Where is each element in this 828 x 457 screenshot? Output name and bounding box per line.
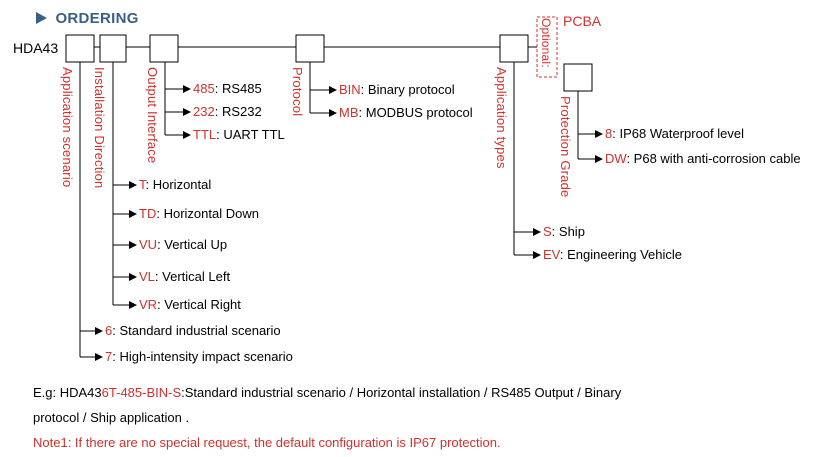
group-label-apptypes: Application types	[494, 67, 509, 169]
option-grade-dw: DW: P68 with anti-corrosion cable	[605, 151, 801, 166]
option-apptype-s: S: Ship	[543, 224, 585, 239]
option-protocol-mb: MB: MODBUS protocol	[339, 105, 473, 120]
option-direction-td: TD: Horizontal Down	[139, 206, 259, 221]
code-box-scenario	[65, 34, 95, 63]
pcba-label: PCBA	[563, 13, 602, 29]
option-direction-vr: VR: Vertical Right	[139, 297, 241, 312]
ordering-header: ORDERING	[36, 10, 139, 28]
option-scenario-7: 7: High-intensity impact scenario	[105, 349, 293, 364]
option-direction-t: T: Horizontal	[139, 177, 212, 192]
ordering-title: ORDERING	[55, 10, 139, 27]
group-label-direction: Installation Direction	[92, 67, 107, 189]
code-box-protocol	[295, 34, 325, 63]
group-label-grade: Protection Grade	[558, 96, 573, 198]
code-box-output	[149, 34, 179, 63]
option-protocol-bin: BIN: Binary protocol	[339, 82, 455, 97]
option-output-232: 232: RS232	[193, 104, 262, 119]
example-line-1: E.g: HDA436T-485-BIN-S:Standard industri…	[33, 385, 622, 400]
option-grade-8: 8: IP68 Waterproof level	[605, 126, 744, 141]
model-prefix: HDA43	[13, 40, 59, 56]
default-config-note: Note1: If there are no special request, …	[33, 435, 501, 450]
optional-tag: Optional:	[539, 18, 553, 68]
group-label-protocol: Protocol	[290, 67, 305, 117]
code-box-grade	[563, 63, 593, 92]
option-direction-vl: VL: Vertical Left	[139, 269, 231, 284]
option-output-ttl: TTL: UART TTL	[193, 127, 285, 142]
option-scenario-6: 6: Standard industrial scenario	[105, 323, 281, 338]
option-direction-vu: VU: Vertical Up	[139, 237, 228, 252]
code-box-direction	[99, 34, 127, 63]
group-label-scenario: Application scenario	[60, 67, 75, 188]
code-box-apptypes	[499, 34, 529, 63]
example-line-2: protocol / Ship application .	[33, 410, 190, 425]
option-output-485: 485: RS485	[193, 81, 262, 96]
optional-dashed-box	[536, 16, 558, 78]
option-apptype-ev: EV: Engineering Vehicle	[543, 247, 683, 262]
group-label-output: Output Interface	[145, 67, 160, 164]
play-triangle-icon	[36, 12, 47, 24]
